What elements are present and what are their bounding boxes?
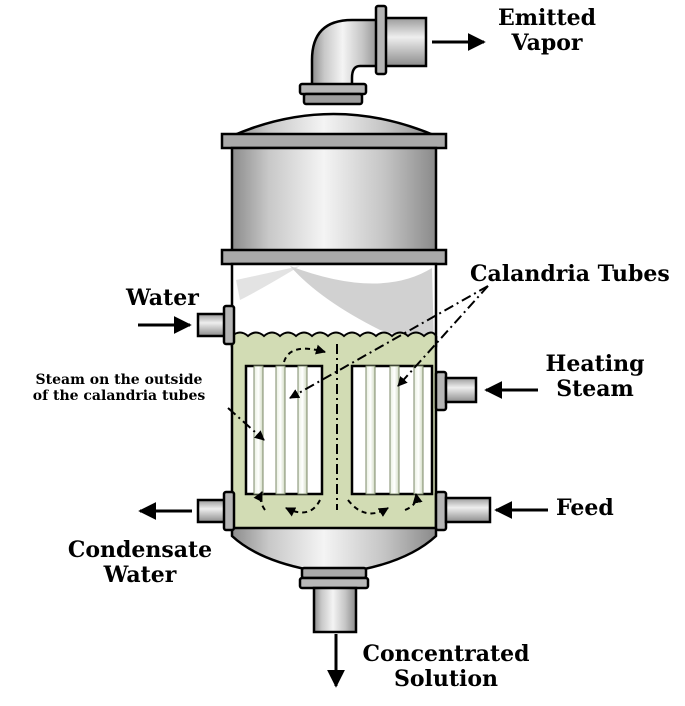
feed-label: Feed [556,495,614,521]
emitted-vapor-label: Emitted Vapor [488,5,606,57]
steam-outside-line2: of the calandria tubes [32,388,206,405]
middle-flange [220,248,448,266]
dome-top [231,112,437,138]
steam-outside-line1: Steam on the outside [35,372,203,388]
steam-outside-leader [227,407,265,441]
heating-steam-label: Heating Steam [530,351,660,403]
top-flange [220,132,448,150]
heating-steam-line2: Steam [556,376,634,403]
concentrated-line1: Concentrated [362,641,530,667]
condensate-water-label: Condensate Water [60,537,220,589]
emitted-vapor-line1: Emitted [497,5,597,31]
circulation-arrows [253,344,423,517]
concentrate-outlet-pipe [298,566,370,634]
calandria-tubes-label: Calandria Tubes [470,261,670,287]
calandria-right-bay [350,364,434,496]
calandria-left-bay [244,364,324,496]
water-inlet-nozzle [196,304,236,346]
water-inlet-label: Water [126,285,199,311]
condensate-nozzle [196,490,236,532]
heating-steam-nozzle [434,370,478,412]
steam-outside-label: Steam on the outside of the calandria tu… [8,372,230,404]
condensate-line1: Condensate [67,537,213,563]
concentrated-line2: Solution [393,666,499,693]
calandria-leader-left [289,285,489,399]
condensate-line2: Water [103,562,177,589]
upper-shell [230,146,438,254]
concentrated-solution-label: Concentrated Solution [346,641,546,693]
bottom-cone [230,526,438,572]
calandria-leader-right [397,285,489,387]
heating-steam-line1: Heating [545,351,645,377]
emitted-vapor-line2: Vapor [511,30,583,57]
vapor-outlet-pipe [298,4,428,106]
feed-nozzle [434,490,492,532]
